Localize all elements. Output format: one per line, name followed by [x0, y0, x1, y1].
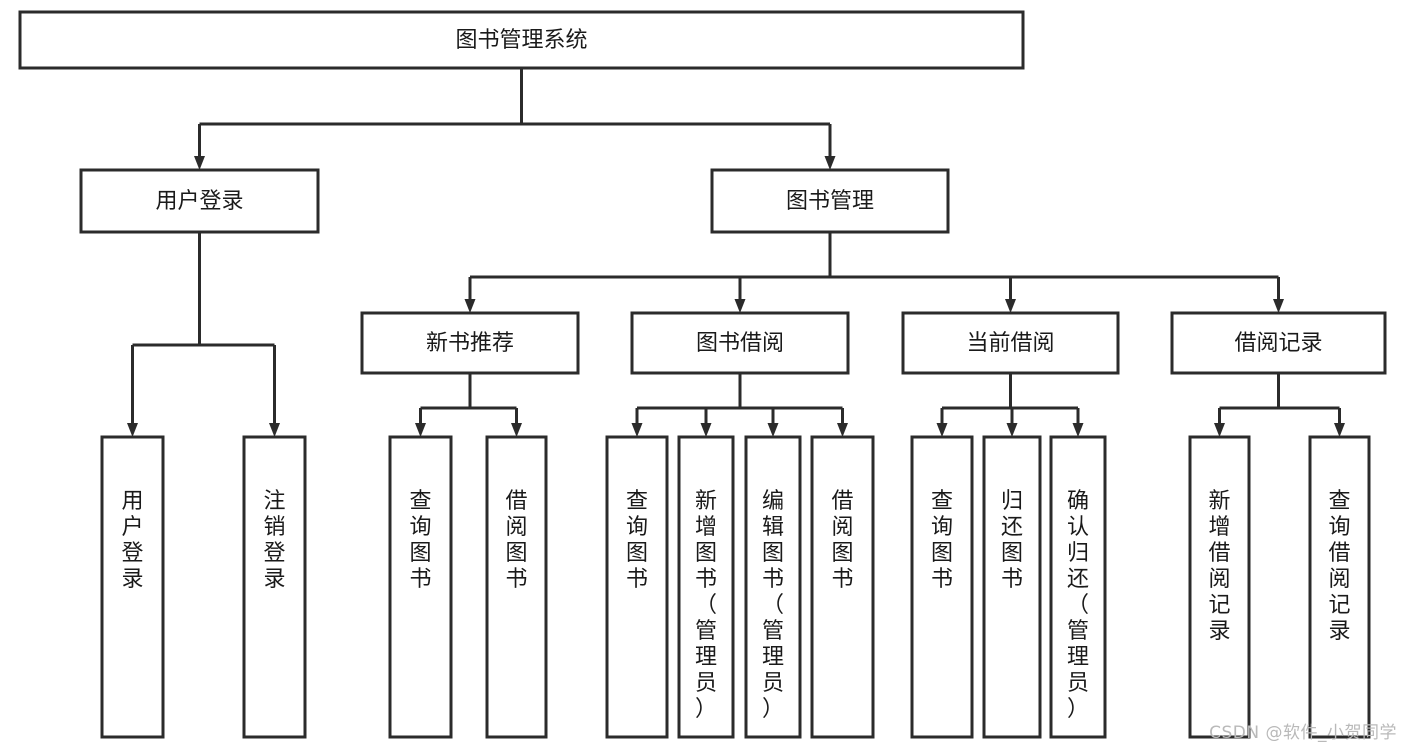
- node-root[interactable]: 图书管理系统: [18, 10, 1025, 70]
- node-box[interactable]: [18, 10, 1025, 70]
- arrow-head: [1006, 423, 1018, 437]
- arrow-head: [824, 156, 836, 170]
- arrow-head: [1005, 299, 1016, 313]
- node-label: 新书推荐: [426, 331, 514, 356]
- node-leaf-confirm-return-admin[interactable]: 确认归还（管理员）: [1049, 435, 1107, 739]
- node-box[interactable]: [630, 311, 850, 375]
- edge-group: [127, 232, 280, 437]
- node-borrow-record[interactable]: 借阅记录: [1170, 311, 1387, 375]
- node-box[interactable]: [982, 435, 1042, 739]
- arrow-head: [700, 423, 712, 437]
- node-leaf-query-book-2[interactable]: 查询图书: [605, 435, 669, 739]
- arrow-head: [1334, 423, 1345, 437]
- node-label: 查询图书: [409, 489, 431, 592]
- node-label: 归还图书: [1001, 489, 1023, 592]
- arrow-head: [837, 423, 848, 437]
- watermark-text: CSDN @软件_小贺同学: [1209, 723, 1397, 743]
- node-box[interactable]: [901, 311, 1120, 375]
- node-label: 用户登录: [155, 189, 243, 214]
- node-box[interactable]: [810, 435, 875, 739]
- node-label: 图书管理: [786, 189, 874, 214]
- node-box[interactable]: [710, 168, 950, 234]
- node-label: 编辑图书（管理员）: [762, 489, 784, 722]
- node-label: 借阅记录: [1234, 331, 1322, 356]
- node-user-login[interactable]: 用户登录: [79, 168, 320, 234]
- edge-group: [936, 373, 1084, 437]
- node-leaf-edit-book-admin[interactable]: 编辑图书（管理员）: [744, 435, 802, 739]
- arrow-head: [631, 423, 643, 437]
- arrow-head: [194, 156, 205, 170]
- edge-group: [1214, 373, 1345, 437]
- node-leaf-query-borrow-record[interactable]: 查询借阅记录: [1308, 435, 1371, 739]
- arrow-head: [415, 423, 426, 437]
- node-box[interactable]: [1049, 435, 1107, 739]
- node-leaf-user-logout[interactable]: 注销登录: [242, 435, 307, 739]
- node-box[interactable]: [1308, 435, 1371, 739]
- node-box[interactable]: [605, 435, 669, 739]
- node-box[interactable]: [1170, 311, 1387, 375]
- node-leaf-query-book-1[interactable]: 查询图书: [388, 435, 453, 739]
- node-current-borrow[interactable]: 当前借阅: [901, 311, 1120, 375]
- edge-group: [631, 373, 848, 437]
- node-label: 新增图书（管理员）: [695, 489, 717, 722]
- node-book-manage[interactable]: 图书管理: [710, 168, 950, 234]
- arrow-head: [1214, 423, 1225, 437]
- node-leaf-borrow-book-1[interactable]: 借阅图书: [485, 435, 548, 739]
- node-label: 查询图书: [931, 489, 953, 592]
- arrow-head: [734, 299, 746, 313]
- arrow-head: [127, 423, 138, 437]
- node-box[interactable]: [1188, 435, 1251, 739]
- arrow-head: [464, 299, 476, 313]
- arrow-head: [511, 423, 522, 437]
- node-box[interactable]: [485, 435, 548, 739]
- node-label: 图书管理系统: [455, 28, 587, 53]
- edge-group: [415, 373, 522, 437]
- edge-layer: [127, 68, 1345, 437]
- node-leaf-query-book-3[interactable]: 查询图书: [910, 435, 974, 739]
- edge-group: [464, 232, 1284, 313]
- arrow-head: [269, 423, 280, 437]
- arrow-head: [1273, 299, 1284, 313]
- node-label: 确认归还（管理员）: [1067, 489, 1089, 722]
- node-leaf-borrow-book-2[interactable]: 借阅图书: [810, 435, 875, 739]
- node-box[interactable]: [388, 435, 453, 739]
- node-box[interactable]: [360, 311, 580, 375]
- node-label: 查询图书: [626, 489, 648, 592]
- edge-group: [194, 68, 836, 170]
- node-leaf-add-borrow-record[interactable]: 新增借阅记录: [1188, 435, 1251, 739]
- node-label: 新增借阅记录: [1208, 489, 1230, 644]
- node-box[interactable]: [910, 435, 974, 739]
- node-label: 图书借阅: [696, 331, 784, 356]
- node-label: 用户登录: [121, 489, 143, 592]
- node-leaf-add-book-admin[interactable]: 新增图书（管理员）: [677, 435, 735, 739]
- node-label: 注销登录: [263, 489, 285, 592]
- arrow-head: [936, 423, 948, 437]
- arrow-head: [767, 423, 779, 437]
- node-label: 当前借阅: [966, 331, 1054, 356]
- node-leaf-return-book[interactable]: 归还图书: [982, 435, 1042, 739]
- node-layer: 图书管理系统用户登录图书管理新书推荐图书借阅当前借阅借阅记录用户登录注销登录查询…: [18, 10, 1387, 739]
- node-box[interactable]: [677, 435, 735, 739]
- node-label: 借阅图书: [505, 489, 527, 592]
- node-new-book-recommend[interactable]: 新书推荐: [360, 311, 580, 375]
- node-leaf-user-login[interactable]: 用户登录: [100, 435, 165, 739]
- node-box[interactable]: [79, 168, 320, 234]
- node-box[interactable]: [744, 435, 802, 739]
- node-book-borrow[interactable]: 图书借阅: [630, 311, 850, 375]
- node-label: 借阅图书: [831, 489, 853, 592]
- node-box[interactable]: [100, 435, 165, 739]
- node-box[interactable]: [242, 435, 307, 739]
- arrow-head: [1072, 423, 1084, 437]
- node-label: 查询借阅记录: [1328, 489, 1350, 644]
